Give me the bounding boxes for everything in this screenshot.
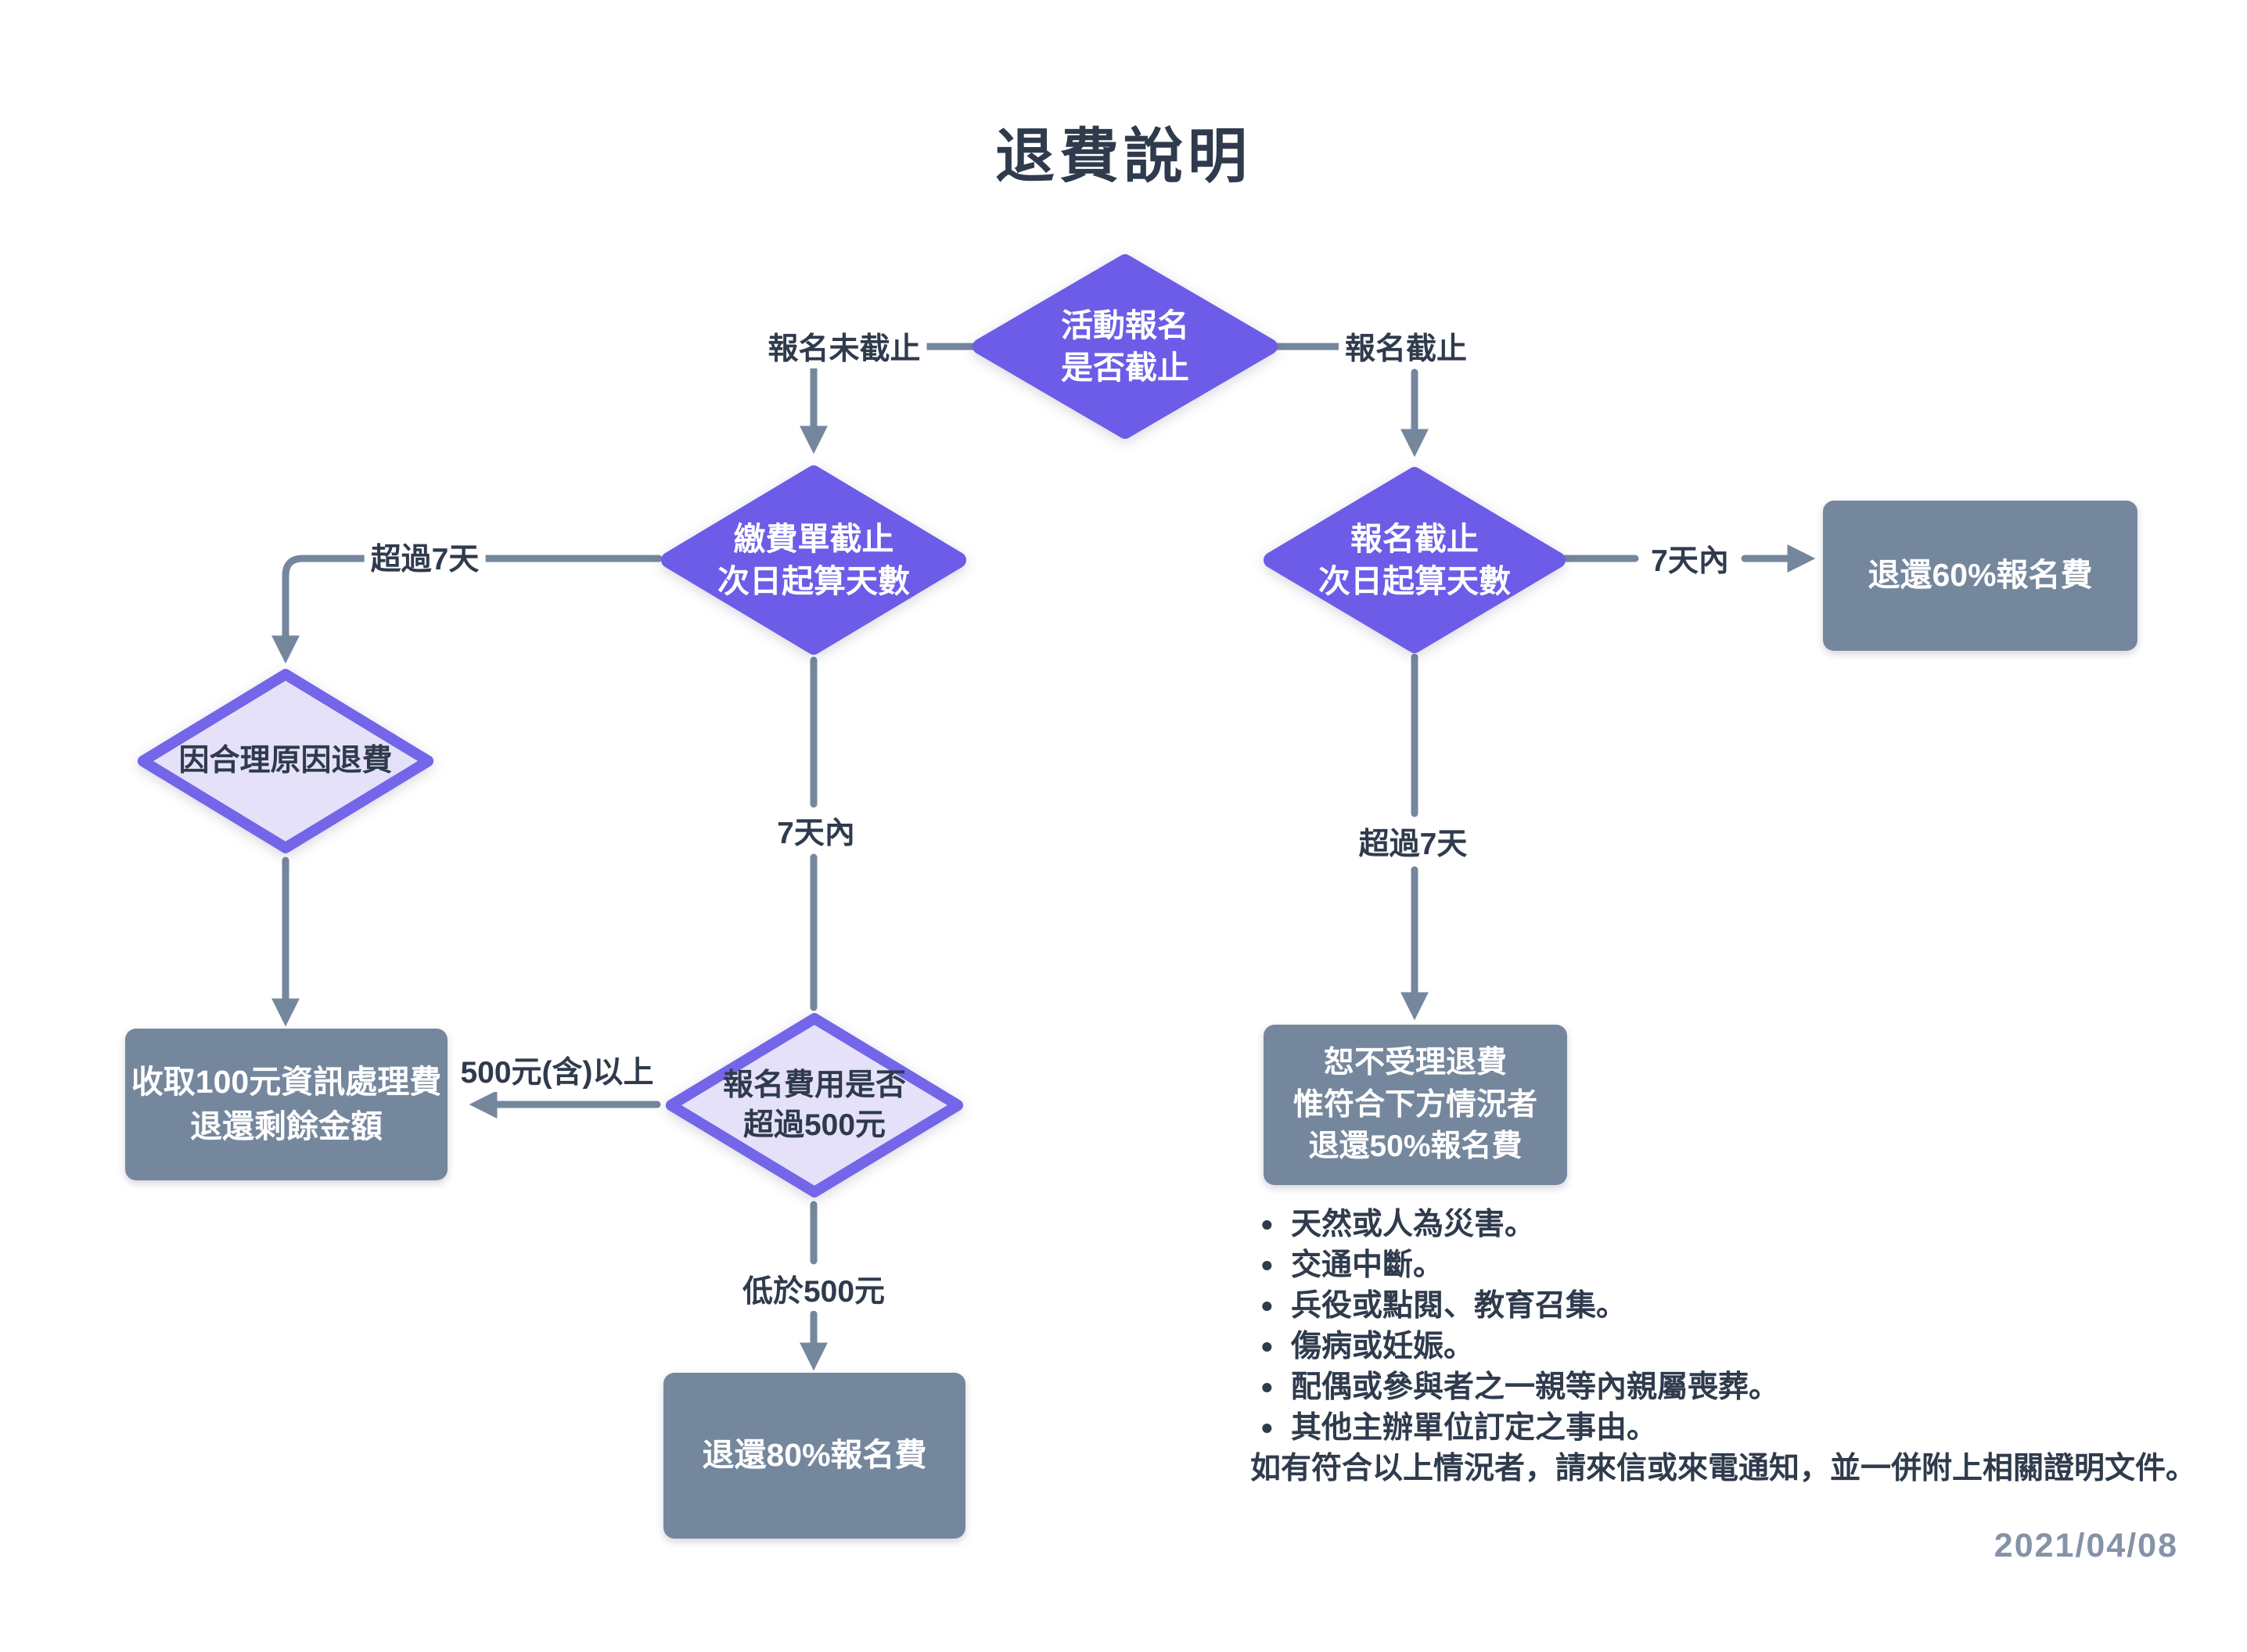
refund-condition-item: 天然或人為災害。 [1250, 1205, 2236, 1245]
decision-text: 因合理原因退費 [178, 744, 393, 778]
edge-label-closed: 報名截止 [1338, 325, 1474, 368]
refund-conditions-list: 天然或人為災害。 交通中斷。 兵役或點閱、教育召集。 傷病或妊娠。 配偶或參與者… [1250, 1205, 2236, 1449]
box-text: 收取100元資訊處理費 [131, 1063, 442, 1100]
decision-payment-slip-deadline: 繳費單截止 次日起算天數 [661, 465, 966, 655]
box-text: 退還50%報名費 [1308, 1129, 1523, 1164]
edge-label-over-7-days-right: 超過7天 [1352, 820, 1474, 864]
decision-text: 報名費用是否 [722, 1068, 906, 1102]
box-text: 惟符合下方情況者 [1292, 1087, 1537, 1122]
decision-text: 繳費單截止 [733, 520, 894, 557]
edge-label-within-7-days-right: 7天內 [1645, 537, 1735, 580]
decision-reasonable-refund: 因合理原因退費 [135, 666, 436, 856]
refund-condition-item: 兵役或點閱、教育召集。 [1250, 1286, 2236, 1327]
decision-text: 是否截止 [1061, 350, 1189, 386]
edge-label-under-500: 低於500元 [735, 1267, 892, 1311]
box-text: 退還剩餘金額 [190, 1108, 383, 1144]
refund-conditions-notes: 天然或人為災害。 交通中斷。 兵役或點閱、教育召集。 傷病或妊娠。 配偶或參與者… [1250, 1205, 2236, 1489]
edge-label-over-7-days-left: 超過7天 [364, 535, 486, 579]
process-box-no-refund-50: 恕不受理退費 惟符合下方情況者 退還50%報名費 [1264, 1025, 1567, 1185]
edge-label-not-closed: 報名未截止 [761, 325, 927, 368]
decision-text: 超過500元 [742, 1108, 886, 1142]
refund-condition-item: 交通中斷。 [1250, 1245, 2236, 1286]
refund-condition-item: 傷病或妊娠。 [1250, 1327, 2236, 1367]
diamond-shape [973, 254, 1278, 439]
process-box-refund-80: 退還80%報名費 [663, 1373, 965, 1539]
edge-label-within-7-days-left: 7天內 [771, 809, 861, 853]
decision-text: 次日起算天數 [1318, 563, 1511, 599]
process-box-100-fee-refund-rest: 收取100元資訊處理費 退還剩餘金額 [125, 1029, 448, 1180]
process-box-refund-60: 退還60%報名費 [1823, 501, 2137, 651]
flow-date: 2021/04/08 [1994, 1527, 2178, 1564]
diamond-shape [1264, 467, 1566, 653]
decision-fee-over-500: 報名費用是否 超過500元 [663, 1011, 965, 1200]
decision-registration-deadline: 活動報名 是否截止 [973, 254, 1278, 439]
decision-text: 活動報名 [1061, 307, 1189, 343]
decision-text: 次日起算天數 [717, 563, 910, 599]
refund-condition-item: 配偶或參與者之一親等內親屬喪葬。 [1250, 1367, 2236, 1408]
decision-text: 報名截止 [1350, 520, 1479, 557]
box-text: 退還60%報名費 [1868, 557, 2093, 594]
box-text: 退還80%報名費 [702, 1437, 927, 1474]
diamond-shape [665, 1013, 964, 1198]
page-title: 退費說明 [995, 124, 1252, 190]
refund-condition-item: 其他主辦單位訂定之事由。 [1250, 1408, 2236, 1449]
refund-conditions-footer: 如有符合以上情況者，請來信或來電通知，並一併附上相關證明文件。 [1250, 1452, 2197, 1485]
decision-registration-closed-days: 報名截止 次日起算天數 [1264, 467, 1566, 653]
box-text: 恕不受理退費 [1323, 1045, 1507, 1079]
diamond-shape [661, 465, 966, 655]
edge-label-over-500: 500元(含)以上 [454, 1048, 660, 1092]
diamond-shape [137, 669, 434, 853]
